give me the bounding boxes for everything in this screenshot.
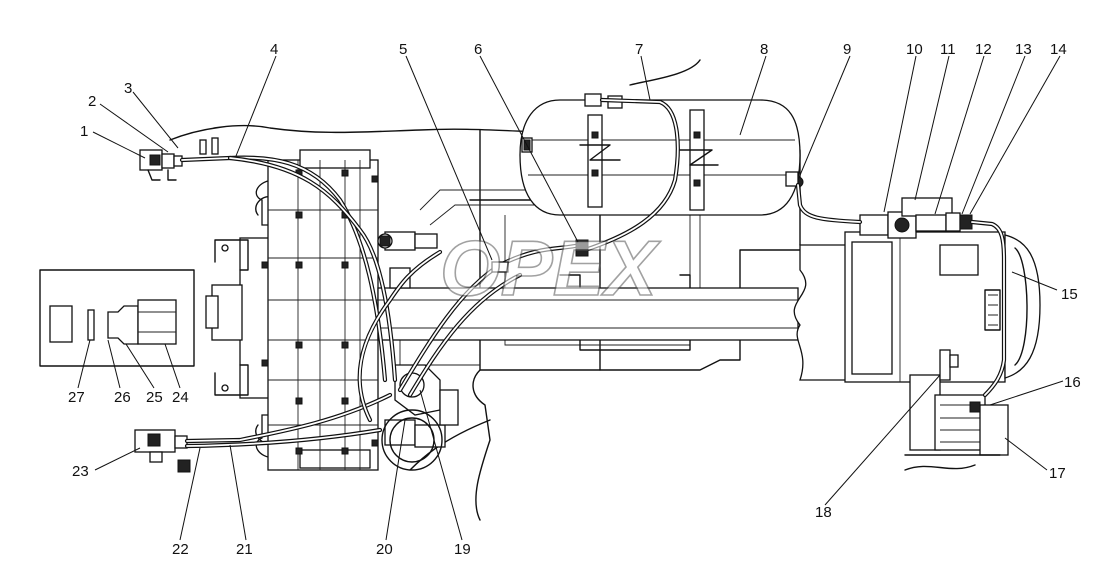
inset-part-24: [137, 299, 177, 345]
watermark: OPEX: [440, 224, 661, 312]
detail-inset: [39, 269, 195, 367]
callout-15: 15: [1061, 286, 1078, 303]
callout-22: 22: [172, 541, 189, 558]
callout-19: 19: [454, 541, 471, 558]
callout-23: 23: [72, 463, 89, 480]
callout-21: 21: [236, 541, 253, 558]
callout-11: 11: [940, 41, 956, 58]
callout-8: 8: [760, 41, 768, 58]
callout-9: 9: [843, 41, 851, 58]
callout-5: 5: [399, 41, 407, 58]
callout-4: 4: [270, 41, 278, 58]
rear-axle-assembly: [793, 231, 1041, 471]
callout-26: 26: [114, 389, 131, 406]
callout-10: 10: [906, 41, 923, 58]
inset-part-25: [107, 305, 139, 345]
callout-16: 16: [1064, 374, 1081, 391]
front-axle-assembly: [205, 149, 799, 471]
callout-24: 24: [172, 389, 189, 406]
callout-3: 3: [124, 80, 132, 97]
callout-25: 25: [146, 389, 163, 406]
leader-lines: [92, 55, 1064, 541]
callout-labels: 1 2 3 4 5 6 7 8 9 10 11 12 13 14 15 16 1…: [68, 41, 1081, 558]
callout-2: 2: [88, 93, 96, 110]
callout-14: 14: [1050, 41, 1067, 58]
callout-1: 1: [80, 123, 88, 140]
left-fittings: [134, 137, 219, 473]
callout-13: 13: [1015, 41, 1032, 58]
callout-17: 17: [1049, 465, 1066, 482]
inset-part-27: [49, 305, 73, 343]
callout-12: 12: [975, 41, 992, 58]
brake-valve-block: [859, 197, 973, 239]
callout-27: 27: [68, 389, 85, 406]
callout-20: 20: [376, 541, 393, 558]
callout-18: 18: [815, 504, 832, 521]
inset-part-26: [87, 309, 95, 341]
inset-leaders: [77, 339, 181, 389]
callout-6: 6: [474, 41, 482, 58]
air-reservoir: [519, 59, 804, 216]
callout-7: 7: [635, 41, 643, 58]
